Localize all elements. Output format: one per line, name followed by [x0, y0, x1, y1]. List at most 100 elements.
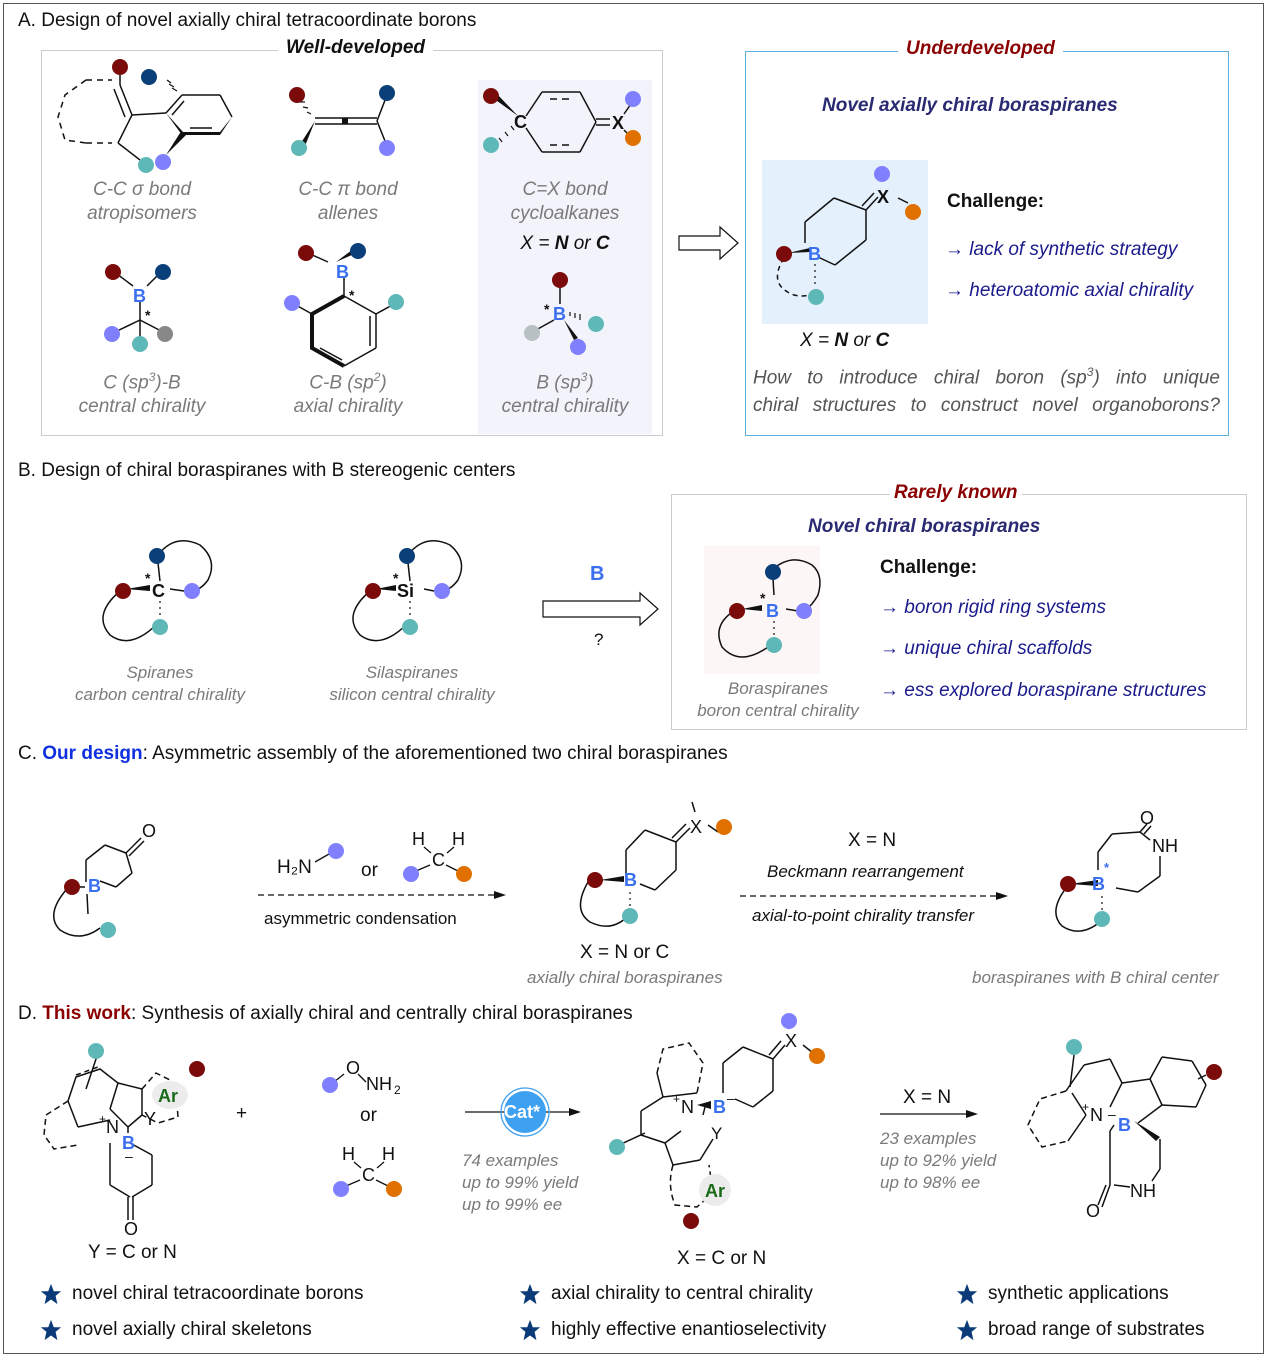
svg-text:*: * — [544, 301, 550, 317]
ar-label: Ar — [158, 1086, 178, 1106]
stat-line: up to 99% yield — [462, 1173, 579, 1192]
hydroxylamine-reagent: O NH 2 — [322, 1058, 401, 1097]
svg-text:+: + — [1082, 1100, 1089, 1114]
feature-text: novel chiral tetracoordinate borons — [72, 1283, 364, 1304]
svg-text:*: * — [145, 307, 151, 323]
figure-frame — [3, 3, 1264, 1354]
svg-text:C: C — [362, 1165, 375, 1185]
rarely-heading: Novel chiral boraspiranes — [808, 516, 1041, 537]
caption-line: central chirality — [78, 396, 206, 418]
silaspiranes-caption: Silaspiranes silicon central chirality — [302, 662, 522, 706]
step2-condition: X = N — [848, 830, 897, 851]
svg-text:–: – — [125, 1148, 133, 1164]
caption-pre: C (sp — [103, 372, 149, 394]
svg-text:N: N — [106, 1117, 119, 1137]
svg-text:C: C — [514, 112, 527, 132]
silaspirane-structure: Si * — [352, 540, 463, 642]
substrate-structure: Ar N + Y B – O — [43, 1043, 205, 1239]
star-icon — [519, 1319, 541, 1341]
svg-text:B: B — [133, 286, 146, 306]
svg-text:B: B — [336, 262, 349, 282]
caption-pre: B (sp — [536, 372, 581, 394]
section-d-title: D. This work: Synthesis of axially chira… — [18, 1003, 633, 1025]
amine-substituent — [314, 843, 344, 863]
arrow-b-bottom-label: ? — [594, 630, 604, 649]
step2-note: axial-to-point chirality transfer — [752, 906, 975, 925]
caption-post: ) — [587, 372, 594, 394]
feature-item: axial chirality to central chirality — [519, 1283, 813, 1305]
reagent-or-c: or — [361, 860, 378, 881]
svg-text:Y: Y — [711, 1124, 722, 1143]
caption-line: atropisomers — [87, 203, 197, 224]
axial-product-x-caption: X = C or N — [677, 1248, 767, 1269]
svg-text:H: H — [452, 829, 465, 849]
caption-line: axial chirality — [293, 396, 403, 418]
allene-caption: C-C π bond allenes — [278, 178, 418, 226]
caption-line: Spiranes — [126, 663, 194, 682]
feature-text: synthetic applications — [988, 1283, 1169, 1304]
caption-pre: C-B (sp — [309, 372, 374, 394]
title-prefix: D. — [18, 1003, 43, 1024]
well-developed-label: Well-developed — [278, 37, 434, 59]
question-line: How to introduce chiral boron (sp3) into… — [753, 358, 1220, 392]
caption-line: C-C π bond — [298, 179, 398, 200]
svg-text:*: * — [145, 570, 151, 586]
caption-line: C-C σ bond — [92, 179, 192, 200]
svg-text:B: B — [624, 870, 637, 890]
stat-line: up to 92% yield — [880, 1151, 997, 1170]
svg-text:X: X — [690, 817, 702, 837]
star-icon — [956, 1283, 978, 1305]
svg-text:H: H — [342, 1144, 355, 1164]
x-c: C — [875, 330, 890, 351]
spiranes-caption: Spiranes carbon central chirality — [50, 662, 270, 706]
axial-product-structure: Ar N + B – Y X — [609, 1013, 825, 1229]
plus-sign: + — [236, 1103, 248, 1124]
star-icon — [956, 1319, 978, 1341]
svg-text:B: B — [713, 1097, 726, 1117]
feature-text: novel axially chiral skeletons — [72, 1319, 312, 1340]
svg-text:–: – — [1108, 1106, 1116, 1122]
svg-text:O: O — [346, 1058, 360, 1078]
c-b-sp2-caption: C-B (sp2) axial chirality — [278, 365, 418, 419]
star-icon — [40, 1319, 62, 1341]
caption-line: carbon central chirality — [74, 685, 246, 704]
dashed-arrow-c1 — [258, 891, 506, 899]
caption-post: ) — [380, 372, 387, 394]
title-keyword: This work — [42, 1003, 131, 1024]
substrate-y-caption: Y = C or N — [88, 1242, 177, 1263]
x-or: or — [848, 330, 876, 351]
challenge-item: → boron rigid ring systems — [880, 597, 1106, 618]
reagent-or-d: or — [360, 1105, 377, 1126]
step2-name: Beckmann rearrangement — [767, 862, 964, 881]
svg-text:B: B — [88, 876, 101, 896]
challenge-item: → heteroatomic axial chirality — [945, 280, 1194, 301]
svg-text:C: C — [152, 581, 165, 601]
svg-text:O: O — [1086, 1201, 1100, 1221]
x-n: N — [554, 233, 569, 254]
svg-text:X: X — [612, 113, 624, 133]
axial-intermediate-structure: B X — [579, 801, 732, 927]
x-definition: X = N or C — [490, 232, 640, 256]
section-c-title: C. Our design: Asymmetric assembly of th… — [18, 743, 728, 765]
boraspirane-structure: B * — [718, 559, 821, 658]
svg-text:B: B — [1092, 874, 1105, 894]
question-post: ) into unique — [1093, 367, 1220, 389]
svg-text:H: H — [412, 829, 425, 849]
final-product-structure: N + B – NH O — [1027, 1039, 1222, 1221]
allene-structure — [289, 85, 395, 156]
caption-line: C (sp3)-B — [72, 365, 212, 395]
amine-reagent-label: H₂N — [277, 857, 312, 879]
c-b-sp2-structure: B * — [284, 243, 404, 368]
feature-text: highly effective enantioselectivity — [551, 1319, 827, 1340]
svg-text:Y: Y — [144, 1109, 156, 1129]
stat-line: 23 examples — [880, 1129, 977, 1148]
title-keyword: Our design — [42, 743, 143, 764]
catalyst-label[interactable]: Cat* — [504, 1102, 541, 1122]
spirane-structure: C * — [102, 540, 213, 642]
research-question: How to introduce chiral boron (sp3) into… — [753, 358, 1220, 420]
feature-item: novel chiral tetracoordinate borons — [40, 1283, 364, 1305]
svg-text:N: N — [1090, 1105, 1103, 1125]
feature-item: synthetic applications — [956, 1283, 1169, 1305]
challenge-label-a: Challenge: — [947, 191, 1045, 212]
question-pre: How to introduce chiral boron (sp — [753, 367, 1087, 389]
